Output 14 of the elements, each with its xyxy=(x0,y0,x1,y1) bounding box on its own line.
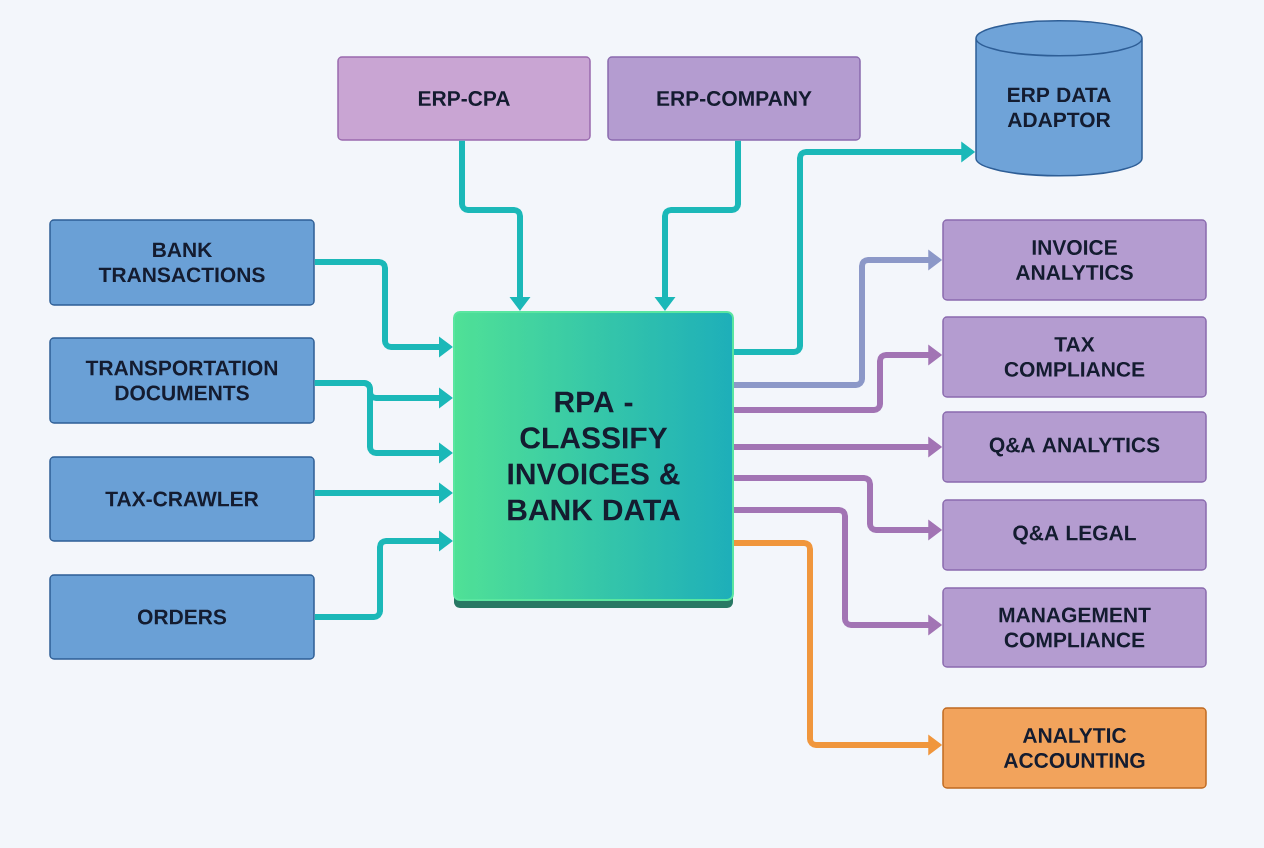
process-box: ORDERS xyxy=(49,574,315,660)
process-box: TAX COMPLIANCE xyxy=(942,316,1207,398)
process-box: INVOICE ANALYTICS xyxy=(942,219,1207,301)
database-cylinder: ERP DATA ADAPTOR xyxy=(975,20,1143,177)
process-box: ERP-COMPANY xyxy=(607,56,861,141)
process-box: MANAGEMENT COMPLIANCE xyxy=(942,587,1207,668)
process-box: Q&A ANALYTICS xyxy=(942,411,1207,483)
process-box: ERP-CPA xyxy=(337,56,591,141)
process-box: TRANSPORTATION DOCUMENTS xyxy=(49,337,315,424)
central-process-box: RPA - CLASSIFY INVOICES & BANK DATA xyxy=(453,311,734,608)
process-box: Q&A LEGAL xyxy=(942,499,1207,571)
process-box: TAX-CRAWLER xyxy=(49,456,315,542)
process-box: BANK TRANSACTIONS xyxy=(49,219,315,306)
process-box: ANALYTIC ACCOUNTING xyxy=(942,707,1207,789)
